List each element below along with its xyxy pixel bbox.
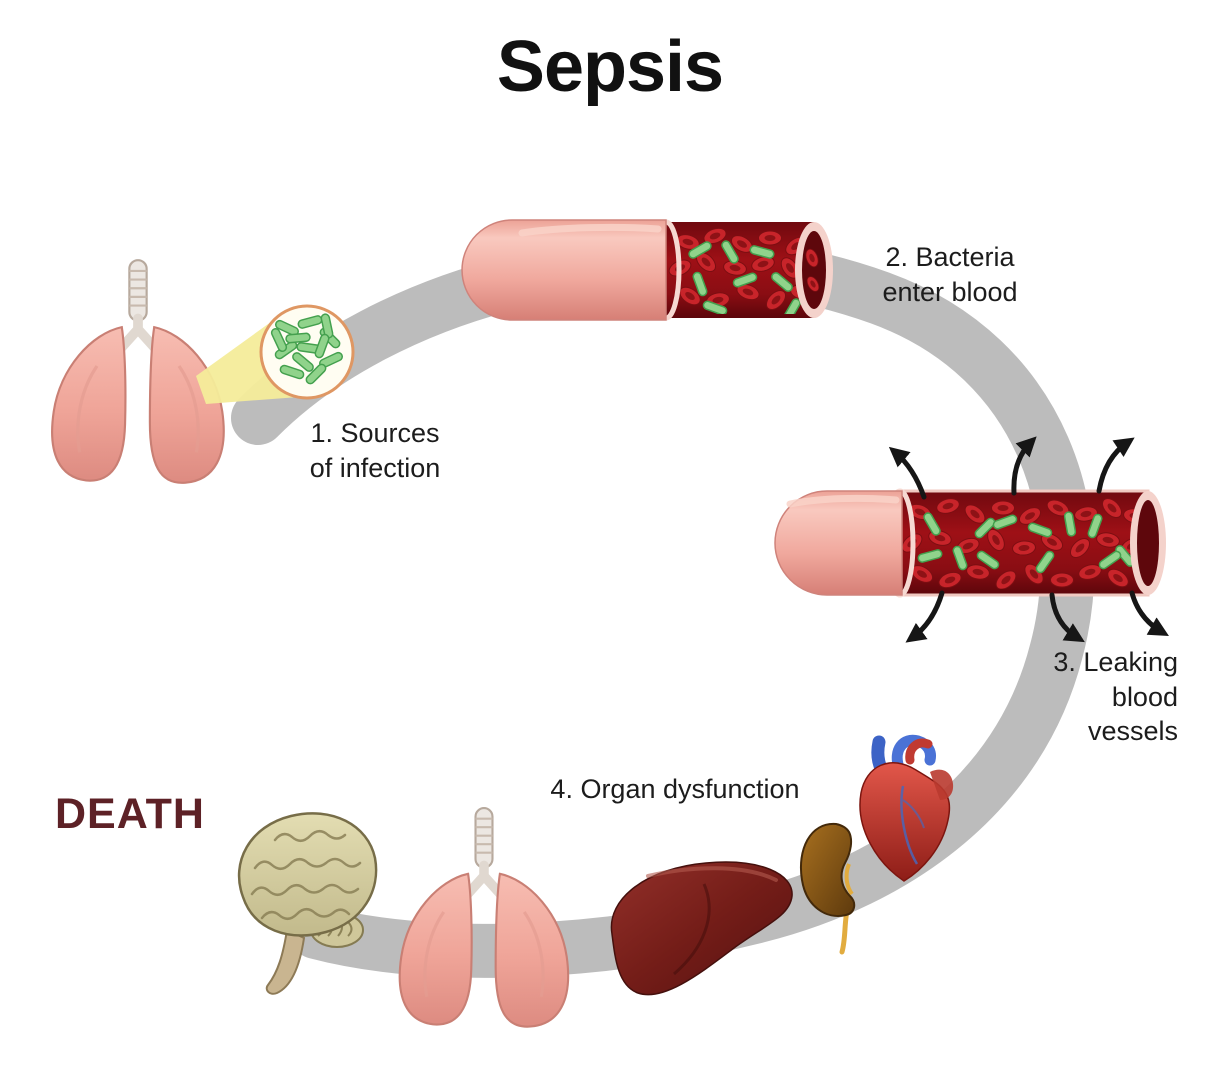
- organ-brain: [237, 812, 378, 995]
- blood-vessel-bacteria: [461, 219, 833, 321]
- step-3-label: 3. Leaking blood vessels: [1053, 647, 1178, 747]
- page-title: Sepsis: [496, 27, 724, 107]
- organ-liver: [610, 861, 793, 996]
- leak-arrows: [888, 436, 1169, 643]
- step-2-label: 2. Bacteria enter blood: [882, 242, 1018, 307]
- flow-band: [231, 235, 1095, 978]
- organ-lungs: [400, 808, 568, 1027]
- organ-kidney: [800, 822, 856, 955]
- death-label: DEATH: [55, 790, 205, 838]
- organ-heart: [859, 734, 954, 882]
- blood-vessel-leaking: [774, 436, 1169, 643]
- step-1-label: 1. Sources of infection: [309, 418, 441, 483]
- bacteria-magnifier: [196, 304, 355, 404]
- source-lungs-illustration: [52, 260, 224, 483]
- step-4-label: 4. Organ dysfunction: [550, 774, 800, 804]
